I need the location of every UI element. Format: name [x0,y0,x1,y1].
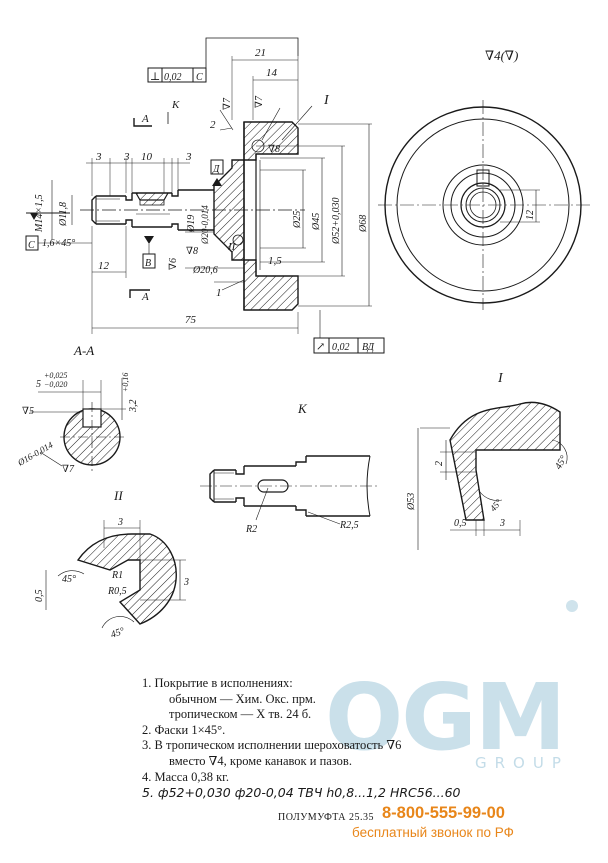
dim-3c: 3 [185,151,192,163]
detail-i-title: I [497,371,504,386]
dim-3a: 3 [95,151,102,163]
note-1: 1. Покрытие в исполнениях: [142,676,293,690]
ogm-watermark: OGM GROUP [325,664,575,782]
section-aa-roughness-5: ∇5 [22,406,34,417]
phone-number[interactable]: 8-800-555-99-00 [382,804,505,822]
tolerance-bottom-base: ВД [362,342,375,353]
note-5: 5. ф52+0,030 ф20-0,04 ТВЧ h0,8...1,2 HRC… [142,785,461,801]
tolerance-top-base: С [196,72,203,83]
datum-d-label: Д [212,164,220,175]
dim-1-5: 1,5 [268,255,282,267]
view-k [200,455,380,525]
detail-i-dia-53: Ø53 [406,493,417,511]
detail-i-ref: I [323,93,330,108]
dim-10: 10 [141,151,153,163]
roughness-general: ∇4(∇) [485,48,518,63]
view-k-title: К [297,401,308,416]
watermark-logo: OGM [325,664,566,771]
section-aa-dim-5-tol-up: +0,025 [44,371,67,380]
section-aa-dim-5: 5 [36,379,41,390]
dim-2: 2 [210,119,216,131]
dim-12: 12 [98,260,110,272]
watermark-dot [566,600,578,612]
dim-75: 75 [185,314,197,326]
detail-i-dim-2: 2 [434,461,445,466]
note-2: 2. Фаски 1×45°. [142,722,226,737]
dim-dia-20: Ø20-0,014 [200,205,210,245]
dim-1: 1 [216,287,222,299]
view-k-r2: R2 [245,524,257,535]
roughness-8a: ∇8 [268,144,280,155]
tolerance-top-symbol: ⊥ [150,71,160,83]
tolerance-bottom-symbol: ↗ [316,341,325,353]
detail-ii-r0-5: R0,5 [107,586,127,597]
note-3: 3. В тропическом исполнении шероховатост… [142,738,402,753]
dim-3b: 3 [123,151,130,163]
detail-i-dim-0-5: 0,5 [454,518,467,529]
technical-notes: 1. Покрытие в исполнениях: обычном — Хим… [142,676,542,801]
dim-21: 21 [255,47,266,59]
watermark-group: GROUP [475,754,569,772]
view-k-r2-5: R2,5 [339,520,359,531]
detail-ii-dim-3b: 3 [183,577,189,588]
note-4: 4. Масса 0,38 кг. [142,769,229,784]
detail-ii-ref: II [227,241,237,253]
end-view [378,100,590,310]
section-a-top: А [141,113,149,125]
note-1b: тропическом — Х тв. 24 б. [169,707,312,722]
part-title: ПОЛУМУФТА 25.35 [278,812,375,823]
main-view [25,37,385,354]
section-aa-dim-3-2: 3,2 [128,400,139,414]
section-aa-dim-3-2-tol: +0,16 [121,373,130,392]
detail-ii-angle-2: 45° [109,626,126,641]
section-aa-title: А-А [73,343,94,358]
tolerance-bottom-value: 0,02 [332,342,350,353]
section-aa-dia-16: Ø16-0,014 [15,439,55,468]
note-3a: вместо ∇4, кроме канавок и пазов. [169,753,352,768]
end-view-dim-12: 12 [525,210,536,220]
dim-dia-25: Ø25 [292,211,303,229]
dim-dia-52: Ø52+0,030 [331,198,342,245]
detail-ii-r1: R1 [111,570,123,581]
datum-v-label: В [145,258,151,269]
section-a-a [30,378,126,472]
view-k-mark: К [171,99,180,111]
section-a-bottom: А [141,291,149,303]
free-call-label: бесплатный звонок по РФ [352,825,514,840]
note-1a: обычном — Хим. Окс. прм. [169,691,316,706]
detail-ii-dim-0-5: 0,5 [34,590,45,603]
dim-14: 14 [266,67,278,79]
roughness-8b: ∇8 [186,246,198,257]
dim-dia-20-6: Ø20,6 [192,265,218,276]
detail-ii-angle-1: 45° [62,574,76,585]
section-aa-dim-5-tol-lo: −0,020 [44,380,67,389]
detail-ii-dim-3a: 3 [117,517,123,528]
tolerance-top-value: 0,02 [164,72,182,83]
detail-i-dim-3: 3 [499,518,505,529]
chamfer-label: 1,6×45° [42,238,75,249]
dim-m14: M14×1,5 [34,194,45,233]
roughness-6: ∇6 [168,258,179,270]
dim-dia-68: Ø68 [358,215,369,233]
detail-i [417,401,568,550]
section-aa-roughness-7: ∇7 [62,464,75,475]
detail-ii-title: II [113,488,123,503]
roughness-7a: ∇7 [222,97,233,110]
roughness-7b: ∇7 [254,95,265,108]
datum-c-label: С [28,240,35,251]
dim-dia-19: Ø19 [186,215,197,233]
dim-dia-11-8: Ø11,8 [58,202,69,227]
dim-dia-45: Ø45 [311,213,322,231]
detail-ii [45,520,186,629]
